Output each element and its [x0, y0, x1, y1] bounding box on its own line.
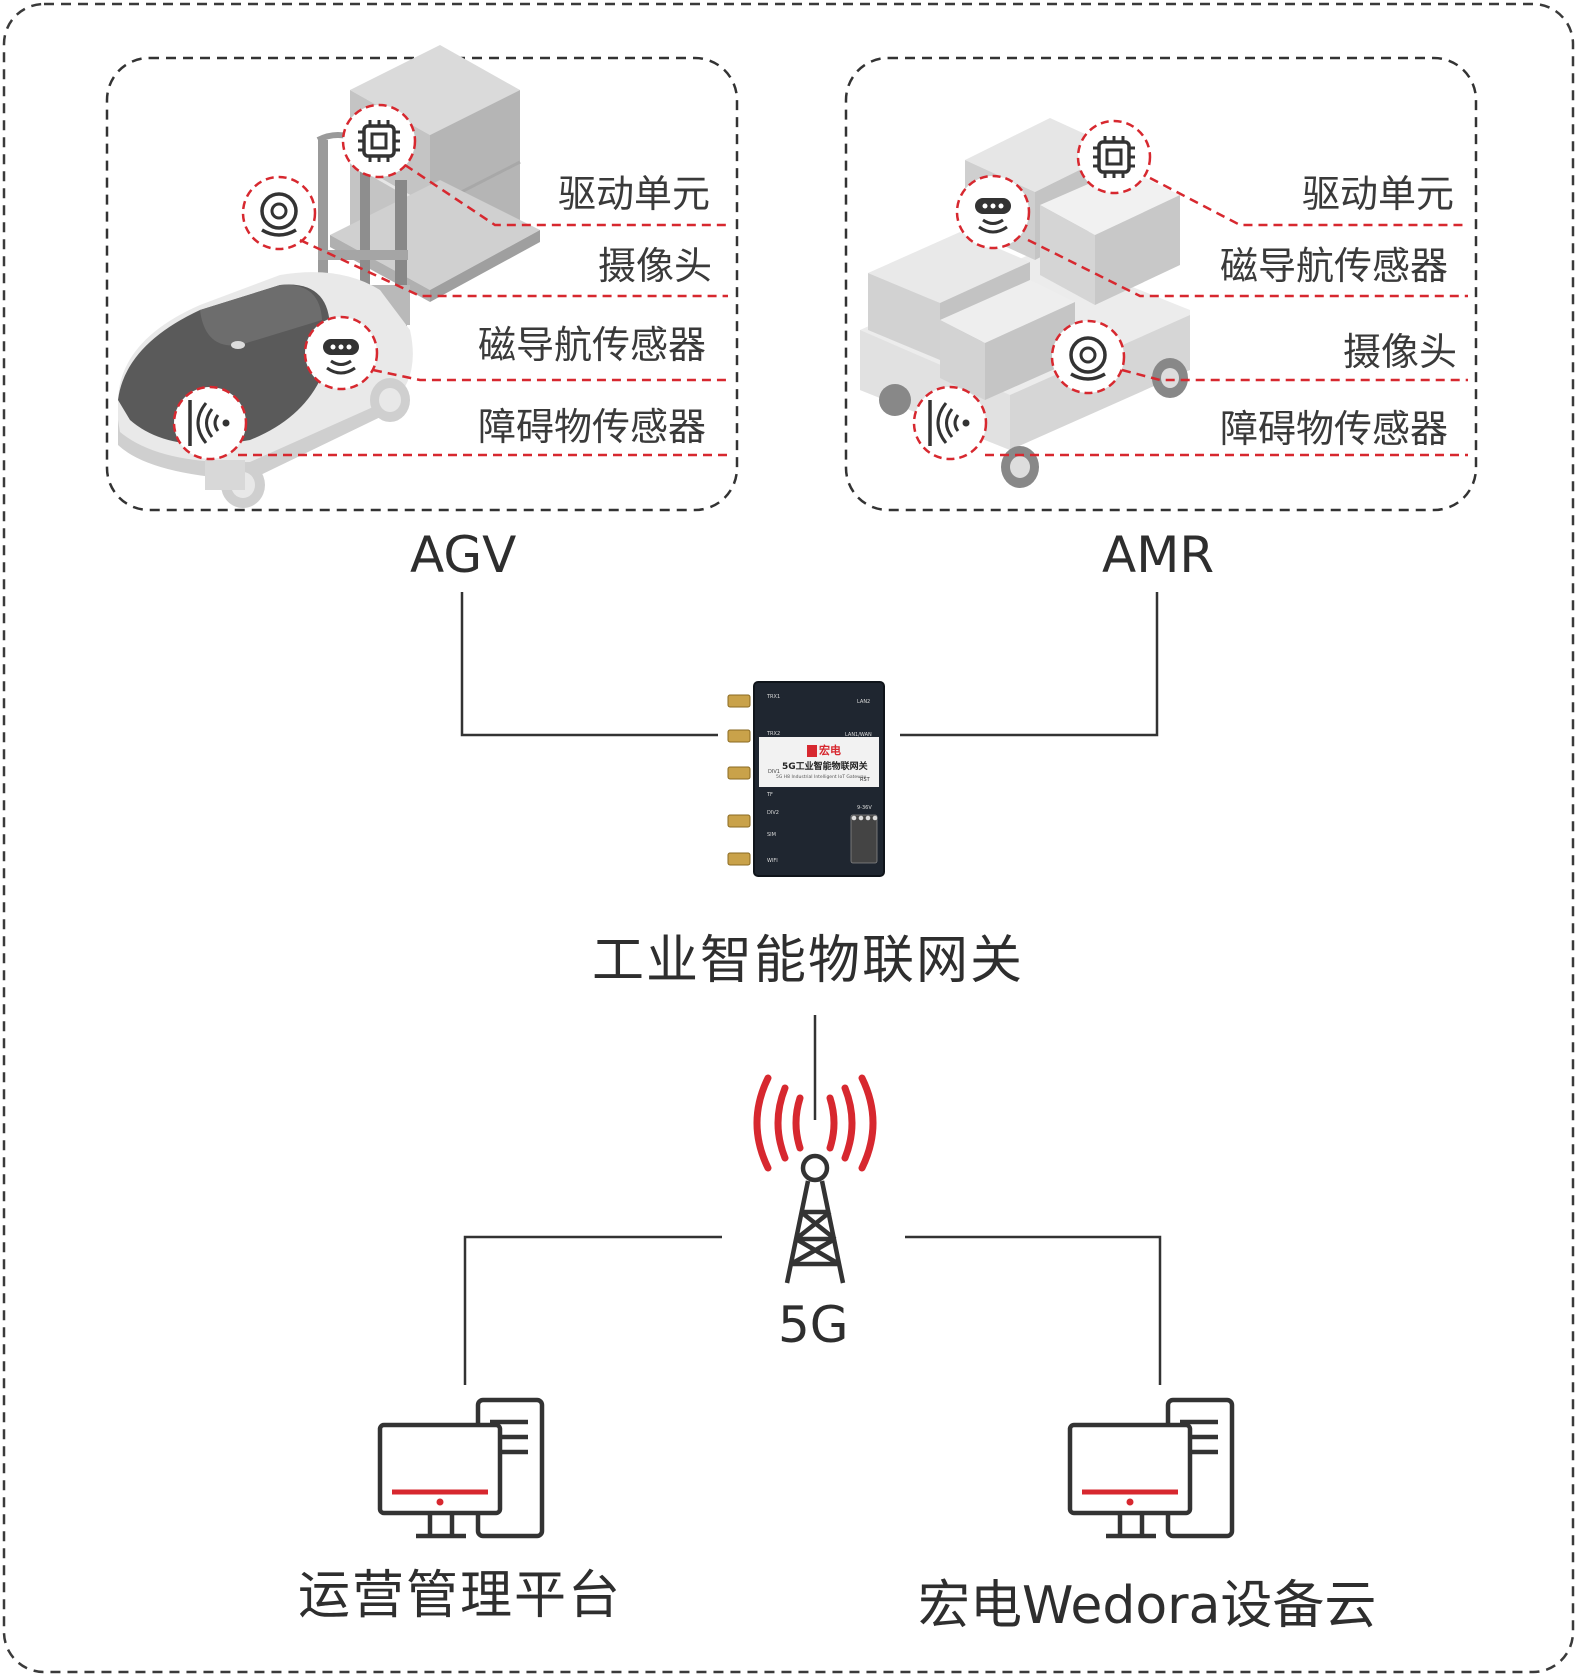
gateway-brand: 宏电: [819, 744, 841, 757]
amr-obstacle-sensor-icon: [912, 385, 988, 461]
amr-panel-frame: [844, 56, 1478, 512]
endpoint-label-operations: 运营管理平台: [298, 1566, 623, 1626]
amr-sensor-label-camera: 摄像头: [1343, 330, 1458, 374]
desktop-power-dot: [1126, 1498, 1134, 1506]
gateway-port-rst: RST: [860, 777, 870, 783]
agv-sensor-label-obstacle: 障碍物传感器: [478, 405, 707, 449]
agv-title: AGV: [410, 526, 517, 584]
gateway-device: [727, 681, 885, 877]
amr-leader-lines: [985, 176, 1468, 457]
agv-sensor-label-camera: 摄像头: [598, 244, 713, 288]
amr-magnetic-nav-icon: [955, 174, 1031, 250]
amr-camera-icon: [1050, 319, 1126, 395]
amr-sensor-label-magnetic: 磁导航传感器: [1220, 244, 1449, 288]
amr-chip-icon: [1076, 119, 1152, 195]
amr-sensor-label-obstacle: 障碍物传感器: [1220, 407, 1449, 451]
amr-sensor-label-drive: 驱动单元: [1302, 172, 1455, 216]
desktop-computer-icon: [1067, 1397, 1235, 1539]
gateway-port-lan2: LAN2: [857, 699, 871, 705]
agv-chip-icon: [341, 103, 417, 179]
gateway-port-trx2: TRX2: [767, 731, 781, 737]
gateway-port-sim: SIM: [767, 832, 776, 838]
gateway-port-lan1: LAN1/WAN: [845, 732, 872, 738]
desktop-power-dot: [436, 1498, 444, 1506]
gateway-product-name-en: 5G H8 Industrial Intelligent IoT Gateway: [776, 775, 867, 780]
gateway-port-tf: TF: [767, 792, 773, 798]
agv-magnetic-nav-icon: [303, 315, 379, 391]
agv-camera-icon: [241, 175, 317, 251]
cell-tower-icon: [753, 1074, 877, 1284]
gateway-port-div1: DIV1: [768, 769, 780, 775]
gateway-label: 工业智能物联网关: [592, 931, 1025, 991]
gateway-product-name: 5G工业智能物联网关: [782, 762, 868, 772]
agv-sensor-label-drive: 驱动单元: [558, 172, 711, 216]
agv-illustration: [118, 45, 540, 508]
desktop-computer-icon: [377, 1397, 545, 1539]
gateway-port-div2: DIV2: [767, 810, 779, 816]
agv-leader-lines: [238, 163, 728, 457]
gateway-port-trx1: TRX1: [767, 694, 781, 700]
amr-title: AMR: [1102, 526, 1215, 584]
gateway-port-power: 9-36V: [857, 805, 872, 811]
gateway-port-wifi: WIFI: [767, 858, 778, 864]
endpoint-label-wedora: 宏电Wedora设备云: [918, 1576, 1377, 1636]
network-label: 5G: [778, 1296, 849, 1354]
agv-obstacle-sensor-icon: [172, 385, 248, 461]
connector-lines: [460, 592, 1162, 1385]
agv-sensor-label-magnetic: 磁导航传感器: [478, 323, 707, 367]
